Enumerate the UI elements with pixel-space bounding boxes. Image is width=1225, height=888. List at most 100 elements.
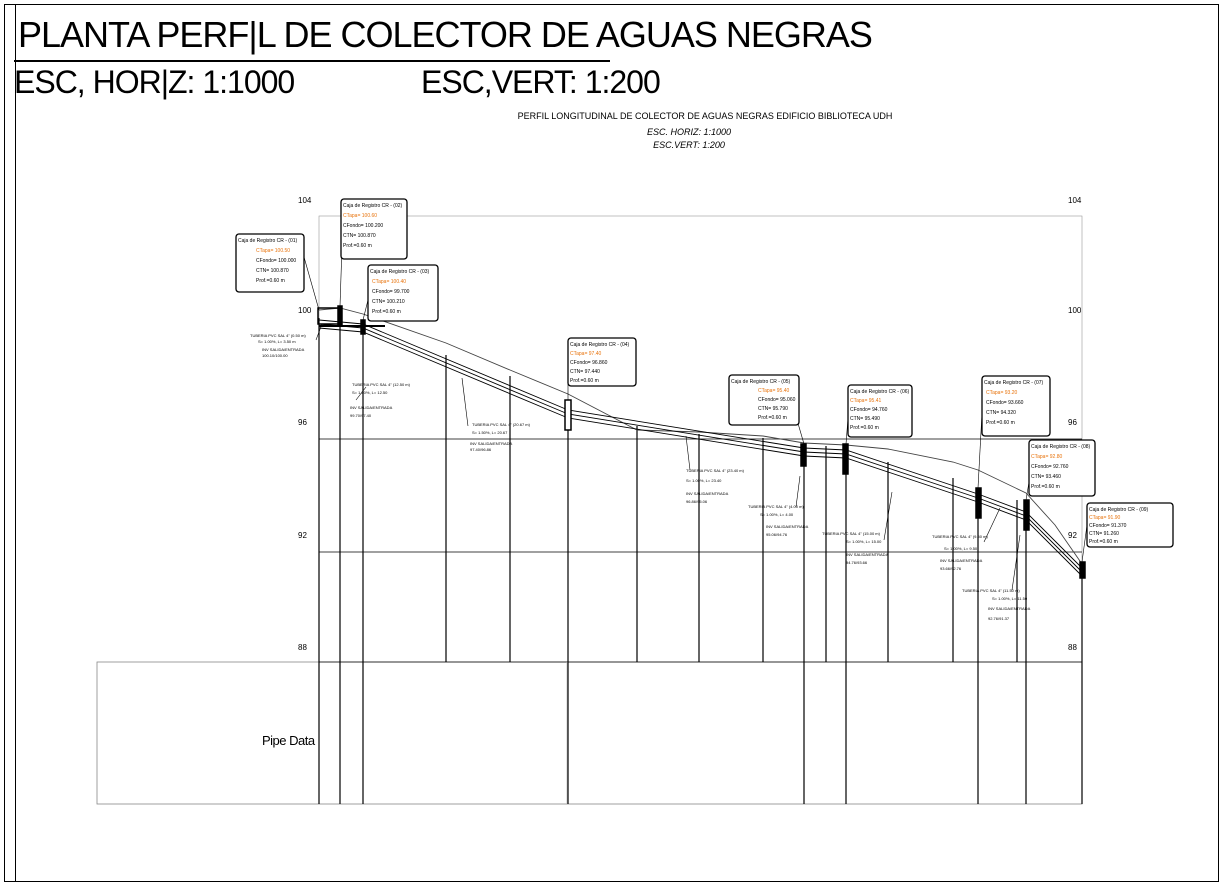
label-line: Caja de Registro CR - (08) [1031,444,1091,450]
label-box [567,337,637,387]
pipe-note-8: TUBERIA PVC SAL 4" (11.50 m) S= 1.00%, L… [962,588,1031,621]
pipe-note-5: TUBERIA PVC SAL 4" (4.00 m) S= 1.00%, L=… [748,504,809,537]
label-line: Caja de Registro CR - (09) [1089,507,1149,513]
station-lines [318,318,1083,804]
leader [983,507,1001,543]
note-line: INV SALIDA/ENTRADA [988,606,1031,611]
leader [1081,524,1088,563]
note-line: TUBERIA PVC SAL 4" (11.50 m) [962,588,1020,593]
note-line: INV SALIDA/ENTRADA [686,491,729,496]
leader [355,386,367,401]
note-line: 97.40/96.86 [470,447,492,452]
profile-vertical-scale: ESC.VERT: 1:200 [653,140,725,150]
label-line: Caja de Registro CR - (02) [343,203,403,209]
elev-label: 104 [1068,196,1082,205]
structure-label-6: Caja de Registro CR - (06) CTapa= 95.41 … [847,384,913,438]
leader [303,256,320,311]
note-line: S= 1.00%, L= 23.40 [686,478,722,483]
pipe-note-3: TUBERIA PVC SAL 4" (20.67 m) S= 1.50%, L… [470,422,531,452]
manhole-3 [360,319,366,335]
label-line: CTN= 94.320 [986,410,1016,416]
manhole-4 [564,399,572,431]
note-line: S= 1.50%, L= 12.50 [352,390,388,395]
note-line: 94.76/93.66 [846,560,868,565]
elev-label: 100 [298,306,312,315]
label-line: CTapa= 100.60 [343,213,377,219]
pipe-data-box [96,661,1083,805]
note-line: S= 1.00%, L= 4.00 [760,512,794,517]
label-box [1086,502,1174,548]
structure-label-1: Caja de Registro CR - (01) CTapa= 100.50… [235,233,305,293]
ground-profile [318,307,1083,565]
label-line: CTN= 100.870 [256,268,289,274]
label-line: CTN= 100.870 [343,233,376,239]
label-line: Prof.=0.60 m [256,278,285,284]
label-box [1028,439,1096,497]
pipe-data-band [96,661,1083,805]
sheet-vertical-scale: ESC,VERT: 1:200 [421,64,661,100]
pipe-profile [318,319,1083,577]
structure-label-9: Caja de Registro CR - (09) CTapa= 91.90 … [1086,502,1174,548]
manholes [317,305,1086,579]
label-line: CTN= 97.440 [570,369,600,375]
label-line: CTapa= 93.20 [986,390,1017,396]
elev-label: 96 [1068,418,1077,427]
pipe-note-7: TUBERIA PVC SAL 4" (9.50 m) S= 1.00%, L=… [932,534,988,571]
elevation-labels-right: 104 100 96 92 88 [1068,196,1082,652]
structure-label-8: Caja de Registro CR - (08) CTapa= 92.80 … [1028,439,1096,497]
profile-title: PERFIL LONGITUDINAL DE COLECTOR DE AGUAS… [518,111,893,121]
elev-label: 92 [298,531,307,540]
label-line: Caja de Registro CR - (04) [570,342,630,348]
label-box [847,384,913,438]
note-line: INV SALIDA/ENTRADA [846,552,889,557]
pipe-data-label: Pipe Data [262,733,316,748]
label-line: CFondo= 93.660 [986,400,1024,406]
label-line: CFondo= 91.370 [1089,523,1127,529]
note-line: S= 1.00%, L= 15.00 [846,539,882,544]
structure-labels: Caja de Registro CR - (01) CTapa= 100.50… [235,198,1174,548]
note-line: TUBERIA PVC SAL 4" (9.50 m) [932,534,988,539]
note-line: INV SALIDA/ENTRADA [766,524,809,529]
label-line: Prof.=0.60 m [570,378,599,384]
label-line: CTN= 93.460 [1031,474,1061,480]
leader [315,323,323,341]
label-line: Prof.=0.60 m [758,415,787,421]
leader [362,299,369,321]
elev-label: 96 [298,418,307,427]
label-line: Caja de Registro CR - (01) [238,238,298,244]
label-line: CFondo= 96.860 [570,360,608,366]
pipe-note-4: TUBERIA PVC SAL 4" (23.40 m) S= 1.00%, L… [686,468,745,504]
structure-label-2: Caja de Registro CR - (02) CTapa= 100.60… [340,198,408,260]
manhole-9 [1079,561,1086,579]
pipe-mid [318,323,1083,573]
note-line: 100.10/100.00 [262,353,288,358]
profile-horizontal-scale: ESC. HORIZ: 1:1000 [647,127,731,137]
leader [883,491,893,541]
note-line: TUBERIA PVC SAL 4" (4.00 m) [748,504,804,509]
elevation-labels-left: 104 100 96 92 88 [298,196,312,652]
note-line: TUBERIA PVC SAL 4" (20.67 m) [472,422,531,427]
manhole-2 [337,305,343,327]
note-line: 99.70/97.40 [350,413,372,418]
note-line: INV SALIDA/ENTRADA [350,405,393,410]
note-line: S= 1.00%, L= 3.50 m [258,339,296,344]
label-line: Prof.=0.60 m [986,420,1015,426]
structure-label-5: Caja de Registro CR - (05) CTapa= 95.40 … [728,374,800,426]
note-line: INV SALIDA/ENTRADA [262,347,305,352]
label-line: CTN= 91.260 [1089,531,1119,537]
sheet-title: PLANTA PERF|L DE COLECTOR DE AGUAS NEGRA… [18,14,873,55]
elev-label: 88 [1068,643,1077,652]
label-line: CTapa= 100.50 [256,248,290,254]
pipe-crown [318,319,1083,569]
leader [1011,534,1021,591]
label-line: CFondo= 100.000 [256,258,296,264]
note-line: INV SALIDA/ENTRADA [470,441,513,446]
label-line: Prof.=0.60 m [1089,539,1118,545]
manhole-8 [1023,499,1030,531]
sheet-horizontal-scale: ESC, HOR|Z: 1:1000 [14,64,295,100]
label-line: Prof.=0.60 m [850,425,879,431]
leader-lines [303,245,1088,591]
elev-label: 104 [298,196,312,205]
label-line: CFondo= 94.760 [850,407,888,413]
